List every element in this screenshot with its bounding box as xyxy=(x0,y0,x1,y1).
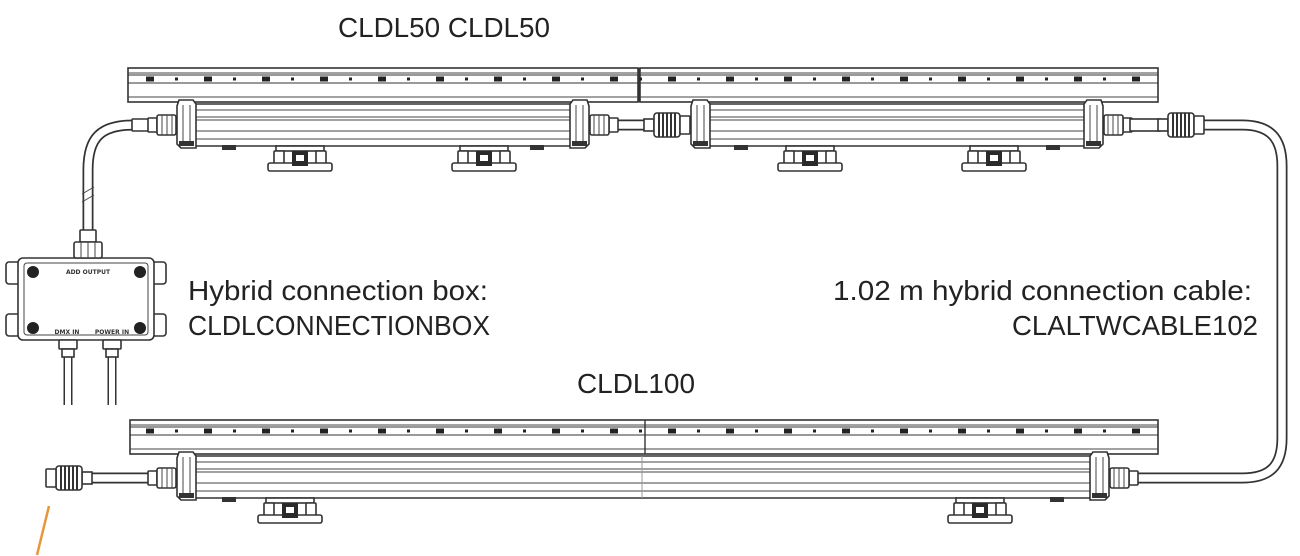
bottom-unit-label: CLDL100 xyxy=(577,368,695,399)
box-title: Hybrid connection box: xyxy=(188,275,488,306)
mounting-bracket xyxy=(257,497,323,524)
housing-boss xyxy=(222,497,236,502)
cable-fill xyxy=(84,121,135,236)
housing-boss xyxy=(222,145,236,150)
end-cap-left xyxy=(690,99,711,149)
box-lid xyxy=(23,262,149,336)
cable-fill xyxy=(1136,121,1286,482)
box-part-number: CLDLCONNECTIONBOX xyxy=(188,310,490,341)
end-cap-right xyxy=(1089,451,1110,501)
cable-gland xyxy=(147,467,177,489)
box-marking-top: ADD OUTPUT xyxy=(66,269,111,276)
leader-line xyxy=(35,505,51,556)
power-gland xyxy=(102,339,122,350)
cable-gland xyxy=(589,114,619,136)
hybrid-connection-box: ADD OUTPUT DMX IN POWER IN xyxy=(5,229,167,358)
mounting-bracket xyxy=(961,145,1027,172)
dmx-gland-tip xyxy=(61,348,75,358)
cldl50-left-housing xyxy=(176,99,590,172)
end-cap-left xyxy=(176,451,197,501)
top-gland-cap xyxy=(79,229,97,243)
hybrid-connector xyxy=(1157,112,1205,138)
end-cap-right xyxy=(569,99,590,149)
cable-sleeve xyxy=(1129,118,1161,132)
screw-icon xyxy=(27,266,39,278)
box-input-cables xyxy=(63,356,117,405)
hybrid-connection-cable xyxy=(1136,119,1288,484)
housing-boss xyxy=(1050,497,1064,502)
cldl100-top-bar xyxy=(129,419,1159,455)
cldl100-bar xyxy=(129,419,1159,455)
box-marking-power-in: POWER IN xyxy=(95,329,129,336)
mounting-bracket xyxy=(777,145,843,172)
mounting-bracket xyxy=(451,145,517,172)
cable-title: 1.02 m hybrid connection cable: xyxy=(833,275,1252,306)
cable-gland xyxy=(1103,114,1133,136)
cldl50-right-top-bar xyxy=(639,67,1159,103)
cable-sleeve-mark xyxy=(81,194,95,203)
cable-sleeve xyxy=(131,118,150,132)
power-gland-tip xyxy=(105,348,119,358)
cldl100-housing xyxy=(176,451,1110,524)
screw-icon xyxy=(27,322,39,334)
top-connectors xyxy=(131,112,1205,138)
dmx-gland xyxy=(58,339,78,350)
cable-gland xyxy=(1109,467,1139,489)
end-cap-right xyxy=(1083,99,1104,149)
cable-sleeve-mark xyxy=(81,186,95,195)
box-marking-dmx-in: DMX IN xyxy=(55,329,80,336)
cldl50-top-bars xyxy=(127,67,1159,103)
screw-icon xyxy=(134,266,146,278)
housing-boss xyxy=(1046,145,1060,150)
bottom-led-strip xyxy=(129,426,1159,436)
top-led-strip xyxy=(127,74,1159,84)
screw-icon xyxy=(134,322,146,334)
cldl50-left-top-bar xyxy=(127,67,639,103)
output-connector xyxy=(45,465,93,491)
cldl50-right-housing xyxy=(690,99,1104,172)
mounting-bracket xyxy=(947,497,1013,524)
box-feed-cable xyxy=(81,119,135,236)
mounting-bracket xyxy=(267,145,333,172)
end-cap-left xyxy=(176,99,197,149)
housing-boss xyxy=(734,145,748,150)
cable-gland xyxy=(147,114,177,136)
housing-boss xyxy=(530,145,544,150)
hybrid-connector xyxy=(643,112,691,138)
cable-part-number: CLALTWCABLE102 xyxy=(1012,310,1258,341)
top-units-label: CLDL50 CLDL50 xyxy=(338,12,550,43)
